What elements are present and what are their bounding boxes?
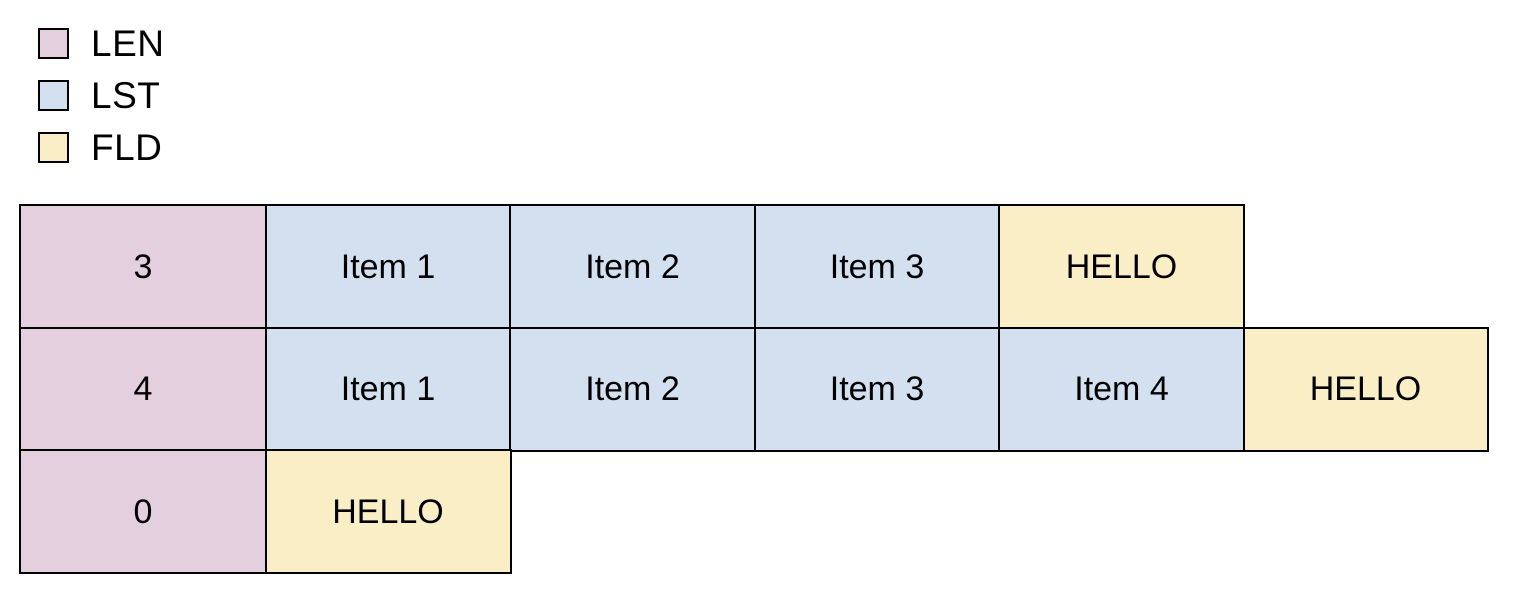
legend-item-fld: FLD bbox=[38, 127, 164, 168]
table-cell-fld: HELLO bbox=[998, 204, 1245, 329]
table-cell-fld: HELLO bbox=[1242, 326, 1489, 452]
legend-swatch-fld-icon bbox=[38, 132, 69, 163]
table-cell-lst: Item 1 bbox=[264, 326, 512, 452]
legend-swatch-len-icon bbox=[38, 28, 69, 59]
table-cell-len: 3 bbox=[19, 204, 267, 329]
legend-swatch-lst-icon bbox=[38, 80, 69, 111]
table-cell-lst: Item 2 bbox=[509, 204, 756, 329]
table-cell-len: 0 bbox=[19, 449, 267, 574]
table-cell-fld: HELLO bbox=[264, 449, 512, 574]
table-cell-lst: Item 1 bbox=[264, 204, 512, 329]
legend-label: FLD bbox=[91, 127, 163, 168]
table-cell-lst: Item 3 bbox=[753, 204, 1001, 329]
table-cell-len: 4 bbox=[19, 326, 267, 452]
legend: LEN LST FLD bbox=[38, 23, 165, 182]
table-cell-lst: Item 3 bbox=[753, 326, 1001, 452]
legend-label: LST bbox=[91, 75, 161, 116]
legend-label: LEN bbox=[91, 23, 165, 64]
legend-item-len: LEN bbox=[38, 23, 165, 64]
table-cell-lst: Item 2 bbox=[509, 326, 756, 452]
table-cell-lst: Item 4 bbox=[998, 326, 1245, 452]
legend-item-lst: LST bbox=[38, 75, 164, 116]
